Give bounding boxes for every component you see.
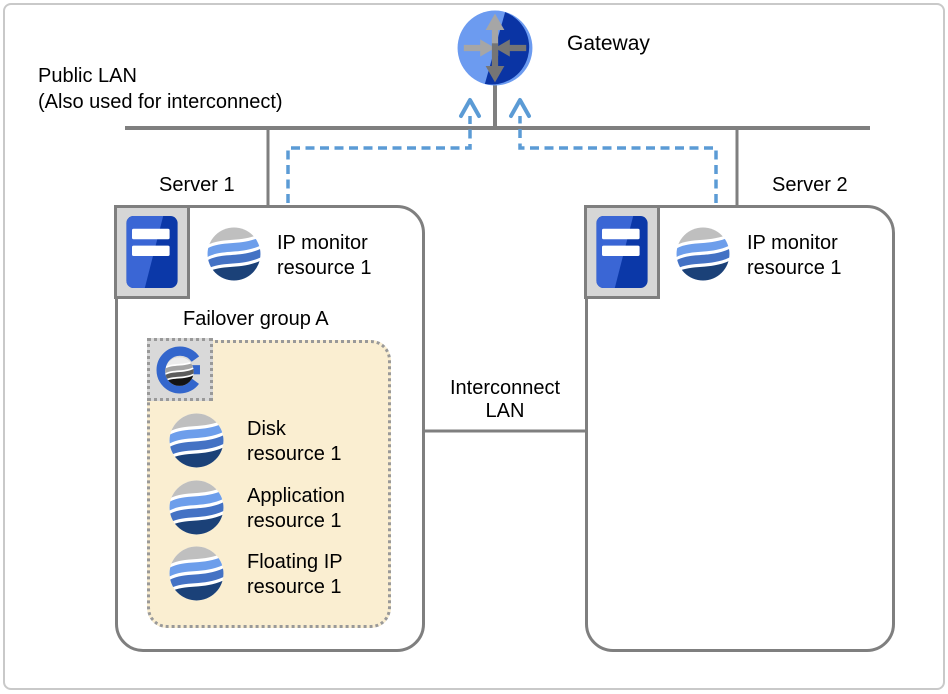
resource-line2: resource 1 (247, 576, 342, 598)
monitor-path-server2 (518, 116, 718, 203)
interconnect-line1: Interconnect (449, 377, 561, 399)
application-resource-label: Application resource 1 (247, 484, 345, 534)
disk-resource-label: Disk resource 1 (247, 417, 342, 467)
monitor-arrowhead-server2 (509, 98, 531, 118)
server1-ip-monitor-icon (207, 227, 261, 281)
public-lan-line2: (Also used for interconnect) (38, 91, 283, 113)
gateway-router-icon (456, 9, 534, 87)
ip-monitor-line2: resource 1 (277, 257, 372, 279)
server2-box (585, 205, 895, 652)
floating-ip-resource-icon (169, 546, 224, 601)
resource-line2: resource 1 (247, 510, 342, 532)
ip-monitor-line2: resource 1 (747, 257, 842, 279)
group-g-icon (153, 343, 207, 397)
server2-icon (584, 205, 660, 299)
interconnect-line2: LAN (485, 400, 525, 422)
server2-ip-monitor-icon (676, 227, 730, 281)
server1-icon (114, 205, 190, 299)
resource-line1: Application (247, 485, 345, 507)
server1-ip-monitor-label: IP monitor resource 1 (277, 231, 372, 281)
public-lan-line1: Public LAN (38, 65, 137, 87)
application-resource-icon (169, 480, 224, 535)
monitor-arrowhead-server1 (459, 98, 481, 118)
server2-ip-monitor-label: IP monitor resource 1 (747, 231, 842, 281)
server-tower-icon (590, 211, 654, 293)
disk-resource-icon (169, 413, 224, 468)
server-tower-icon (120, 211, 184, 293)
ip-monitor-line1: IP monitor (277, 232, 368, 254)
failover-group-label: Failover group A (183, 308, 329, 330)
resource-line1: Floating IP (247, 551, 343, 573)
gateway-label: Gateway (567, 32, 650, 55)
ip-monitor-line1: IP monitor (747, 232, 838, 254)
server1-label: Server 1 (159, 174, 235, 196)
failover-group-icon (147, 338, 213, 401)
diagram-border (3, 3, 945, 690)
server2-label: Server 2 (772, 174, 848, 196)
monitor-path-server1 (286, 116, 472, 203)
public-lan-label: Public LAN (Also used for interconnect) (38, 63, 283, 115)
resource-line1: Disk (247, 418, 286, 440)
resource-line2: resource 1 (247, 443, 342, 465)
floating-ip-resource-label: Floating IP resource 1 (247, 550, 343, 600)
